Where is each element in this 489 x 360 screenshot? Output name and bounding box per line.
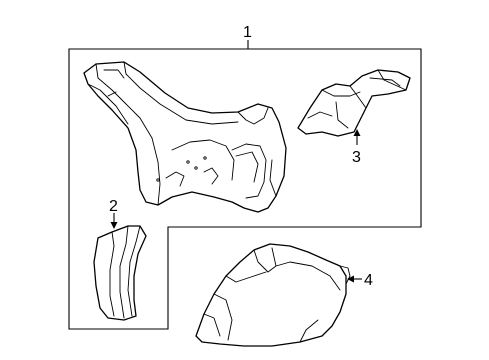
callout-4-arrowhead xyxy=(347,275,354,283)
part-2-trim xyxy=(93,225,147,321)
part-3-bracket xyxy=(297,69,411,137)
part-4-wheelhouse-liner xyxy=(195,243,351,347)
callout-3-label: 3 xyxy=(352,149,361,166)
callout-4-label: 4 xyxy=(364,272,373,289)
callout-1-label: 1 xyxy=(243,24,252,41)
assembly-frame xyxy=(68,48,422,330)
callout-2-label: 2 xyxy=(109,198,118,215)
callout-2-arrowhead xyxy=(110,222,118,229)
part-1-quarter-inner-panel xyxy=(83,61,287,213)
callout-3-arrowhead xyxy=(353,129,361,136)
